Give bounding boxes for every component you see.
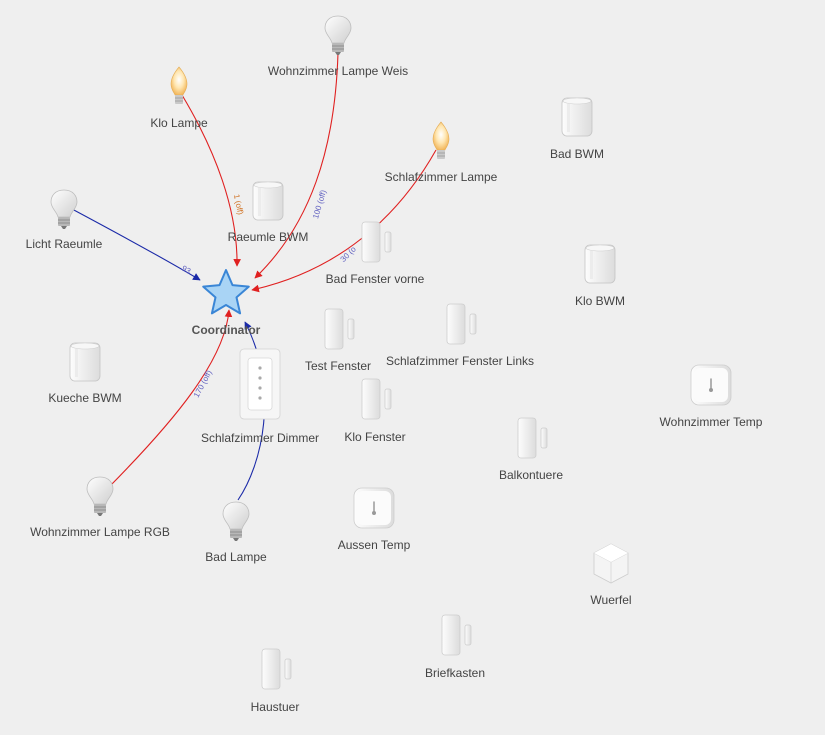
door-window-sensor-icon	[361, 378, 392, 420]
dimmer-switch-icon	[239, 348, 281, 420]
node-label: Wuerfel	[590, 593, 631, 607]
node-bad-fenster[interactable]: Bad Fenster vorne	[326, 221, 425, 286]
bulb-white-icon	[86, 476, 114, 517]
motion-sensor-icon	[69, 342, 101, 382]
link-bad-lampe[interactable]	[237, 321, 266, 501]
node-wz-lampe-rgb[interactable]: Wohnzimmer Lampe RGB	[30, 476, 170, 539]
node-schlaf-fenster[interactable]: Schlafzimmer Fenster Links	[386, 303, 534, 368]
node-label: Bad Lampe	[205, 550, 267, 564]
node-label: Wohnzimmer Temp	[660, 415, 763, 429]
coordinator-layer: Coordinator	[192, 269, 261, 337]
link-line	[109, 309, 233, 487]
node-klo-fenster[interactable]: Klo Fenster	[344, 378, 406, 444]
node-label: Test Fenster	[305, 359, 371, 373]
node-klo-bwm[interactable]: Klo BWM	[575, 244, 625, 308]
link-label: 30 (o	[339, 244, 359, 264]
node-balkontuere[interactable]: Balkontuere	[499, 417, 563, 482]
node-label: Licht Raeumle	[26, 237, 103, 251]
bulb-white-icon	[222, 501, 250, 542]
coordinator-label: Coordinator	[192, 323, 261, 337]
link-line	[71, 208, 201, 281]
link-label: 100 (off)	[311, 189, 328, 220]
door-window-sensor-icon	[261, 648, 292, 690]
node-label: Schlafzimmer Fenster Links	[386, 354, 534, 368]
door-window-sensor-icon	[324, 308, 355, 350]
door-window-sensor-icon	[446, 303, 477, 345]
node-label: Balkontuere	[499, 468, 563, 482]
node-briefkasten[interactable]: Briefkasten	[425, 614, 485, 680]
node-klo-lampe[interactable]: Klo Lampe	[150, 66, 208, 130]
node-test-fenster[interactable]: Test Fenster	[305, 308, 371, 373]
link-line	[237, 321, 266, 501]
node-haustuer[interactable]: Haustuer	[251, 648, 300, 714]
door-window-sensor-icon	[361, 221, 392, 263]
node-bad-bwm[interactable]: Bad BWM	[550, 97, 604, 161]
node-wz-lampe-weis[interactable]: Wohnzimmer Lampe Weis	[268, 15, 408, 78]
coordinator-star-icon	[202, 269, 250, 315]
node-label: Klo Fenster	[344, 430, 405, 444]
door-window-sensor-icon	[517, 417, 548, 459]
node-label: Aussen Temp	[338, 538, 411, 552]
link-label: 1 (off)	[232, 193, 245, 215]
node-label: Klo BWM	[575, 294, 625, 308]
node-licht-raeumle[interactable]: Licht Raeumle	[26, 189, 103, 251]
temp-sensor-icon	[690, 364, 732, 406]
node-wuerfel[interactable]: Wuerfel	[590, 543, 632, 607]
bulb-white-icon	[324, 15, 352, 56]
bulb-warm-icon	[432, 121, 450, 160]
door-window-sensor-icon	[441, 614, 472, 656]
node-coordinator[interactable]: Coordinator	[192, 269, 261, 337]
node-schlaf-dimmer[interactable]: Schlafzimmer Dimmer	[201, 348, 319, 445]
node-label: Wohnzimmer Lampe RGB	[30, 525, 170, 539]
node-aussen-temp[interactable]: Aussen Temp	[338, 487, 411, 552]
link-label: 170 (off)	[192, 368, 214, 399]
node-wz-temp[interactable]: Wohnzimmer Temp	[660, 364, 763, 429]
cube-icon	[593, 543, 629, 584]
link-klo-lampe[interactable]: 1 (off)	[181, 94, 245, 267]
node-label: Klo Lampe	[150, 116, 208, 130]
node-label: Schlafzimmer Dimmer	[201, 431, 319, 445]
node-label: Briefkasten	[425, 666, 485, 680]
node-label: Bad BWM	[550, 147, 604, 161]
bulb-white-icon	[50, 189, 78, 230]
node-raeumle-bwm[interactable]: Raeumle BWM	[228, 181, 309, 244]
node-label: Bad Fenster vorne	[326, 272, 425, 286]
motion-sensor-icon	[561, 97, 593, 137]
motion-sensor-icon	[252, 181, 284, 221]
node-bad-lampe[interactable]: Bad Lampe	[205, 501, 267, 564]
node-label: Raeumle BWM	[228, 230, 309, 244]
node-label: Kueche BWM	[48, 391, 121, 405]
link-line	[254, 52, 339, 279]
node-schlaf-lampe[interactable]: Schlafzimmer Lampe	[385, 121, 498, 184]
node-label: Wohnzimmer Lampe Weis	[268, 64, 408, 78]
link-wz-lampe-weis[interactable]: 100 (off)	[254, 52, 339, 279]
node-kueche-bwm[interactable]: Kueche BWM	[48, 342, 122, 405]
motion-sensor-icon	[584, 244, 616, 284]
node-label: Schlafzimmer Lampe	[385, 170, 498, 184]
node-label: Haustuer	[251, 700, 300, 714]
link-line	[181, 94, 241, 267]
temp-sensor-icon	[353, 487, 395, 529]
